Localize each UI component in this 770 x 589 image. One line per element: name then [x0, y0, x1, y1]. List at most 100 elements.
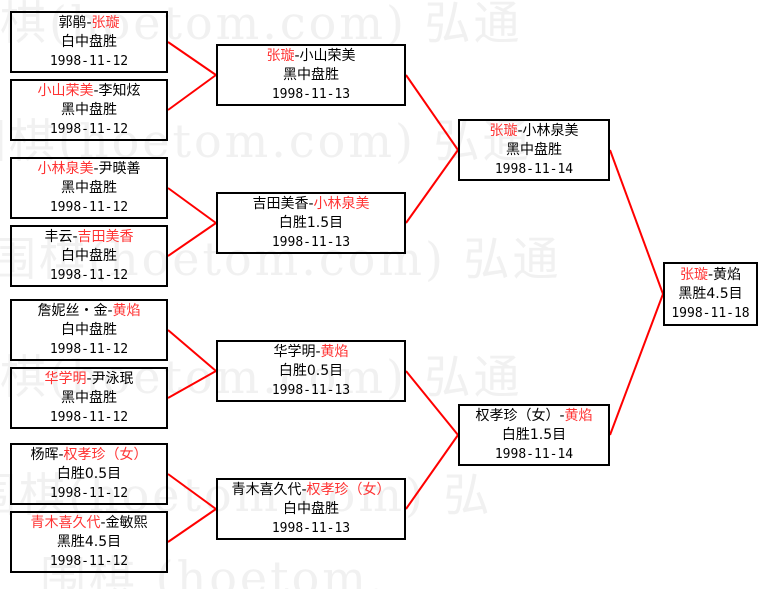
- player-right: 黄焰: [564, 407, 593, 424]
- player-separator: -: [294, 47, 300, 64]
- match-date: 1998-11-12: [49, 267, 129, 283]
- match-date: 1998-11-12: [49, 485, 129, 501]
- match-players: 青木喜久代-金敏熙: [30, 514, 147, 533]
- player-left: 张璇: [679, 266, 708, 283]
- match-players: 丰云-吉田美香: [44, 228, 133, 247]
- match-result: 白胜1.5目: [501, 426, 567, 443]
- player-right: 小山荣美: [299, 47, 356, 64]
- match-players: 青木喜久代-权孝珍（女）: [231, 481, 390, 500]
- match-players: 郭鹃-张璇: [58, 14, 119, 33]
- player-separator: -: [308, 195, 314, 212]
- player-right: 权孝珍（女）: [306, 481, 391, 498]
- match-date: 1998-11-14: [494, 161, 574, 177]
- match-result: 白中盘胜: [61, 247, 117, 264]
- match-players: 张璇-小林泉美: [489, 122, 578, 141]
- match-players: 张璇-小山荣美: [266, 47, 355, 66]
- player-separator: -: [72, 228, 78, 245]
- player-left: 权孝珍（女）: [475, 407, 560, 424]
- match-date: 1998-11-13: [271, 86, 351, 102]
- match-players: 小林泉美-尹暎善: [37, 160, 140, 179]
- match-date: 1998-11-18: [671, 305, 750, 321]
- player-separator: -: [58, 446, 64, 463]
- match-result: 黑中盘胜: [283, 66, 339, 83]
- player-separator: -: [93, 160, 99, 177]
- match-date: 1998-11-12: [49, 409, 129, 425]
- match-date: 1998-11-12: [49, 553, 129, 569]
- player-separator: -: [517, 122, 523, 139]
- match-box-r1m5[interactable]: 詹妮丝・金-黄焰白中盘胜 1998-11-12: [10, 299, 168, 361]
- player-separator: -: [559, 407, 565, 424]
- match-players: 杨晖-权孝珍（女）: [30, 446, 147, 465]
- match-result: 黑中盘胜: [506, 141, 562, 158]
- match-date: 1998-11-13: [271, 234, 351, 250]
- player-left: 丰云: [44, 228, 73, 245]
- player-right: 黄焰: [713, 266, 742, 283]
- player-left: 张璇: [489, 122, 518, 139]
- match-players: 权孝珍（女）-黄焰: [475, 407, 592, 426]
- match-result: 黑胜4.5目: [678, 285, 743, 302]
- player-separator: -: [315, 343, 321, 360]
- player-right: 小林泉美: [522, 122, 579, 139]
- player-right: 权孝珍（女）: [63, 446, 148, 463]
- player-left: 华学明: [44, 370, 87, 387]
- match-date: 1998-11-12: [49, 121, 129, 137]
- match-date: 1998-11-13: [271, 520, 351, 536]
- player-left: 青木喜久代: [30, 514, 101, 531]
- player-left: 小林泉美: [37, 160, 94, 177]
- player-right: 吉田美香: [77, 228, 134, 245]
- player-right: 金敏熙: [105, 514, 148, 531]
- player-separator: -: [301, 481, 307, 498]
- match-box-r2m2[interactable]: 吉田美香-小林泉美白胜1.5目 1998-11-13: [216, 192, 406, 254]
- match-players: 张璇-黄焰: [680, 266, 741, 285]
- player-separator: -: [86, 14, 92, 31]
- match-date: 1998-11-12: [49, 199, 129, 215]
- match-date: 1998-11-14: [494, 446, 574, 462]
- match-result: 白胜1.5目: [278, 214, 344, 231]
- match-result: 黑中盘胜: [61, 179, 117, 196]
- player-right: 李知炫: [98, 82, 141, 99]
- player-separator: -: [93, 82, 99, 99]
- player-right: 尹暎善: [98, 160, 141, 177]
- match-players: 华学明-黄焰: [273, 343, 348, 362]
- player-separator: -: [707, 266, 714, 283]
- match-result: 白胜0.5目: [278, 362, 344, 379]
- player-right: 尹泳珉: [91, 370, 134, 387]
- player-left: 詹妮丝・金: [37, 302, 108, 319]
- player-right: 张璇: [91, 14, 120, 31]
- player-separator: -: [100, 514, 106, 531]
- player-left: 杨晖: [30, 446, 59, 463]
- match-players: 吉田美香-小林泉美: [252, 195, 369, 214]
- match-players: 詹妮丝・金-黄焰: [37, 302, 140, 321]
- match-result: 白中盘胜: [283, 500, 339, 517]
- player-left: 小山荣美: [37, 82, 94, 99]
- match-players: 小山荣美-李知炫: [37, 82, 140, 101]
- match-date: 1998-11-13: [271, 382, 351, 398]
- player-left: 吉田美香: [252, 195, 309, 212]
- match-result: 白中盘胜: [61, 33, 117, 50]
- player-left: 华学明: [273, 343, 316, 360]
- match-players: 华学明-尹泳珉: [44, 370, 133, 389]
- match-date: 1998-11-12: [49, 53, 129, 69]
- player-separator: -: [86, 370, 92, 387]
- match-date: 1998-11-12: [49, 341, 129, 357]
- player-separator: -: [107, 302, 113, 319]
- player-left: 郭鹃: [58, 14, 87, 31]
- player-left: 张璇: [266, 47, 295, 64]
- player-right: 黄焰: [320, 343, 349, 360]
- player-left: 青木喜久代: [231, 481, 302, 498]
- match-result: 白中盘胜: [61, 321, 117, 338]
